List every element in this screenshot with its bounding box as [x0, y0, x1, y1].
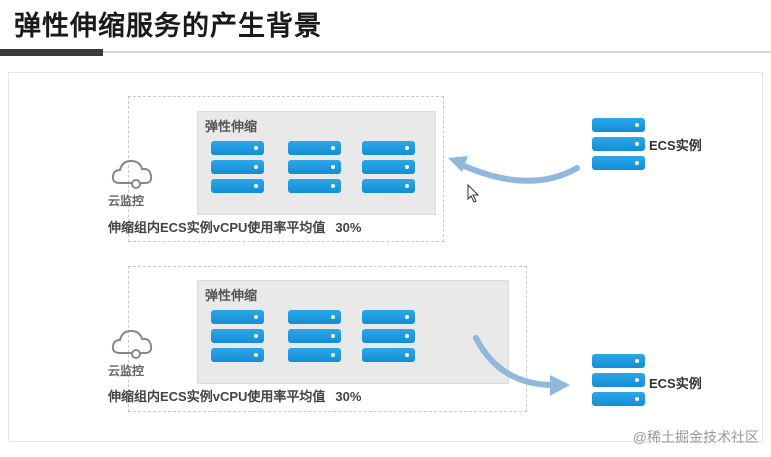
metric-caption: 伸缩组内ECS实例vCPU使用率平均值 30%	[108, 386, 361, 405]
metric-text: 伸缩组内ECS实例vCPU使用率平均值	[108, 389, 326, 404]
mouse-cursor-icon	[467, 184, 480, 203]
server-icon	[211, 141, 264, 193]
ecs-instance-label: ECS实例	[649, 376, 702, 391]
metric-caption: 伸缩组内ECS实例vCPU使用率平均值 30%	[108, 217, 361, 236]
frame-line	[8, 72, 763, 73]
panel-title: 弹性伸缩	[205, 288, 258, 303]
frame-line	[8, 441, 763, 442]
server-icon	[211, 310, 264, 362]
ecs-instance-label: ECS实例	[649, 138, 702, 153]
scale-out-arrow	[473, 335, 570, 396]
server-icon	[592, 118, 645, 170]
server-icon	[592, 354, 645, 406]
metric-value: 30%	[335, 389, 362, 404]
watermark: @稀土掘金技术社区	[632, 429, 759, 445]
frame-line	[762, 72, 763, 442]
scaling-group-boundary	[128, 96, 444, 242]
cloud-monitor-icon	[110, 323, 158, 363]
panel-title: 弹性伸缩	[205, 119, 258, 134]
cloud-monitor-icon	[110, 153, 158, 193]
server-icon	[362, 310, 415, 362]
scaling-group-boundary	[128, 266, 527, 412]
metric-text: 伸缩组内ECS实例vCPU使用率平均值	[108, 220, 326, 235]
title-divider	[103, 51, 771, 53]
gap	[325, 221, 336, 236]
title-accent-bar	[0, 49, 103, 56]
cloud-monitor-label: 云监控	[108, 364, 145, 378]
metric-value: 30%	[335, 220, 362, 235]
server-icon	[288, 310, 341, 362]
scale-in-arrow	[448, 156, 580, 184]
frame-line	[8, 72, 9, 442]
server-icon	[362, 141, 415, 193]
page-title: 弹性伸缩服务的产生背景	[14, 11, 322, 41]
cloud-monitor-label: 云监控	[108, 194, 145, 208]
gap	[325, 390, 336, 405]
server-icon	[288, 141, 341, 193]
